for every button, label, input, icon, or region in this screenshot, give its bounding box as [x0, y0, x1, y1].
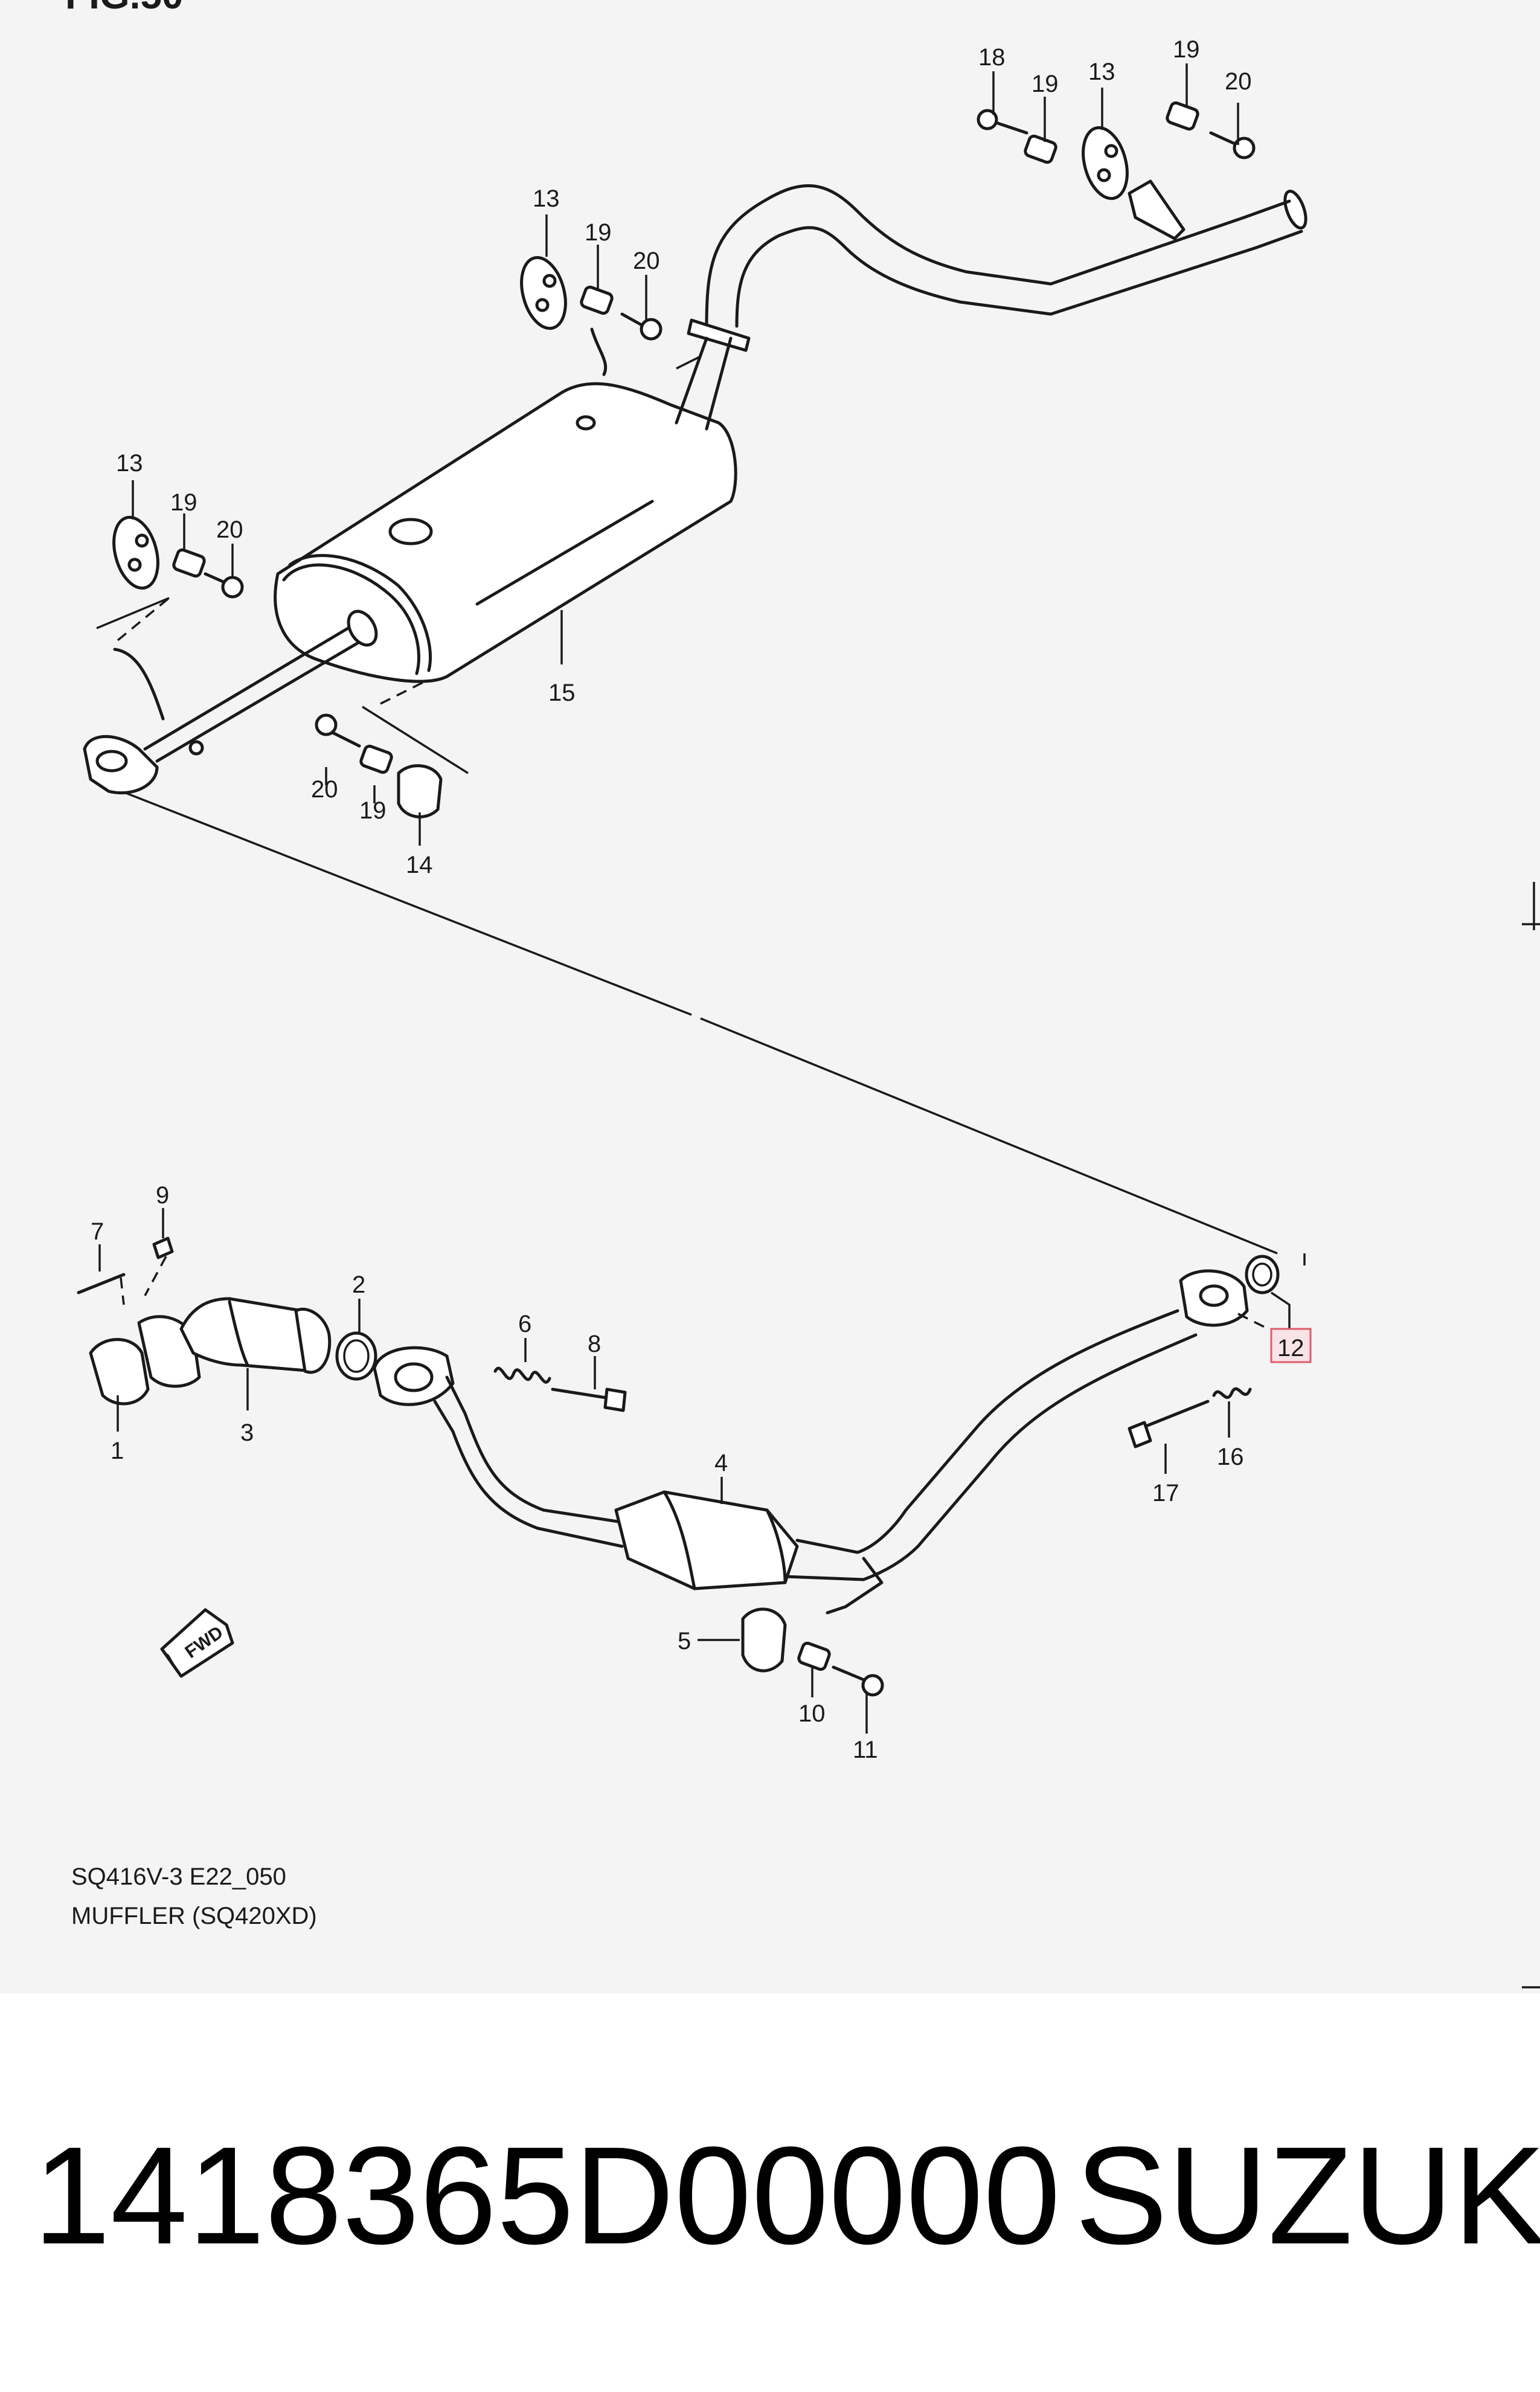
callout-20: 20	[1225, 68, 1252, 95]
callout-13: 13	[533, 185, 560, 212]
callout-20: 20	[633, 248, 660, 274]
bushing-19-b	[1166, 101, 1199, 131]
bolt-20-b	[620, 312, 663, 341]
connector-line-right	[700, 1017, 1278, 1255]
bolt-20-d	[315, 713, 361, 748]
bushing-19-e	[359, 744, 393, 774]
callout-11: 11	[853, 1737, 878, 1763]
callout-5: 5	[678, 1628, 691, 1654]
callout-13: 13	[1088, 59, 1115, 85]
bracket-14	[397, 764, 443, 818]
callout-16: 16	[1217, 1444, 1244, 1470]
callout-13: 13	[116, 450, 143, 477]
callout-19: 19	[1031, 71, 1059, 97]
brand-name: SUZUKI	[1075, 2118, 1540, 2273]
spring-6	[493, 1366, 551, 1384]
rubber-mount-13-left	[112, 515, 159, 590]
front-pipe-with-converter-4	[433, 1269, 1249, 1615]
catalytic-converter-3	[179, 1297, 332, 1374]
callout-9: 9	[156, 1182, 169, 1209]
callout-12-highlight: 12	[1270, 1328, 1312, 1363]
part-number: 1418365D00000	[33, 2118, 1061, 2273]
gasket-12	[1245, 1255, 1280, 1294]
bushing-10	[797, 1641, 831, 1671]
bolt-20-c	[204, 572, 244, 599]
bolt-8	[551, 1387, 627, 1412]
bolt-17	[1128, 1400, 1210, 1448]
bushing-19-d	[172, 548, 206, 578]
tail-pipe	[687, 179, 1307, 352]
callout-20: 20	[216, 516, 243, 543]
rubber-mount-13-mid	[520, 256, 567, 330]
callout-19: 19	[585, 219, 612, 246]
callout-1: 1	[111, 1438, 124, 1464]
callout-15: 15	[548, 680, 576, 706]
diagram-panel: FIG.50	[0, 0, 1540, 1993]
callout-7: 7	[91, 1218, 104, 1245]
rubber-mount-13-top	[1082, 126, 1129, 201]
callout-20: 20	[311, 776, 338, 803]
callout-19: 19	[170, 489, 197, 516]
figure-title: MUFFLER (SQ420XD)	[71, 1903, 317, 1929]
callout-17: 17	[1152, 1480, 1179, 1506]
figure-heading: FIG.50	[65, 0, 184, 17]
main-muffler	[83, 327, 737, 795]
bolt-11	[832, 1665, 884, 1697]
callout-8: 8	[588, 1331, 601, 1357]
bracket-5	[741, 1607, 787, 1673]
ring-2	[335, 1331, 377, 1381]
model-code: SQ416V-3 E22_050	[71, 1863, 286, 1890]
bushing-19-c	[580, 285, 614, 315]
nut-9	[152, 1236, 174, 1259]
callout-14: 14	[406, 852, 433, 878]
callout-12: 12	[1277, 1335, 1304, 1362]
bolt-20-a	[1209, 131, 1256, 159]
bushing-19-a	[1024, 134, 1057, 164]
stud-7	[77, 1273, 126, 1294]
gasket-1	[89, 1338, 150, 1406]
callout-18: 18	[978, 44, 1006, 71]
fwd-arrow: FWD	[160, 1608, 234, 1678]
callout-10: 10	[798, 1700, 826, 1727]
callout-19: 19	[1173, 36, 1200, 63]
connector-line-left	[90, 778, 692, 1016]
exhaust-system-diagram: FIG.50	[65, 0, 1540, 1989]
callout-6: 6	[518, 1311, 531, 1337]
callout-2: 2	[352, 1272, 365, 1298]
callout-3: 3	[240, 1419, 254, 1446]
bolt-18	[977, 109, 1028, 135]
spring-16	[1212, 1387, 1252, 1399]
callout-4: 4	[714, 1450, 728, 1476]
callout-19: 19	[359, 797, 387, 824]
